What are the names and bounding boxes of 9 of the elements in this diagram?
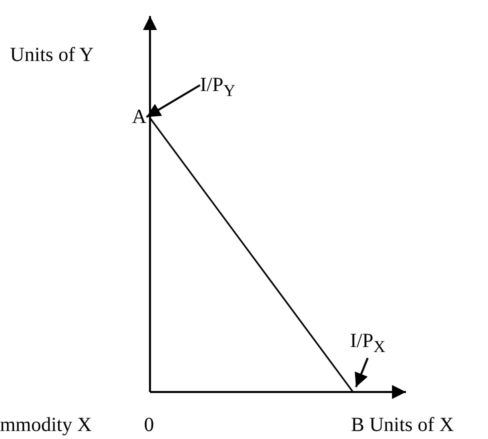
leader-label: I/P$_{Y}$ [200,74,236,102]
origin-label: 0 [144,414,154,436]
axis-label: B Units of X [351,414,454,436]
leader-arrow [146,84,200,118]
point-label: A [132,106,146,128]
axis-label: Units of Y [10,44,94,66]
axis-label: mmodity X [0,414,92,436]
leader-label: I/P$_{X}$ [350,330,386,358]
leader-arrow [354,358,369,388]
